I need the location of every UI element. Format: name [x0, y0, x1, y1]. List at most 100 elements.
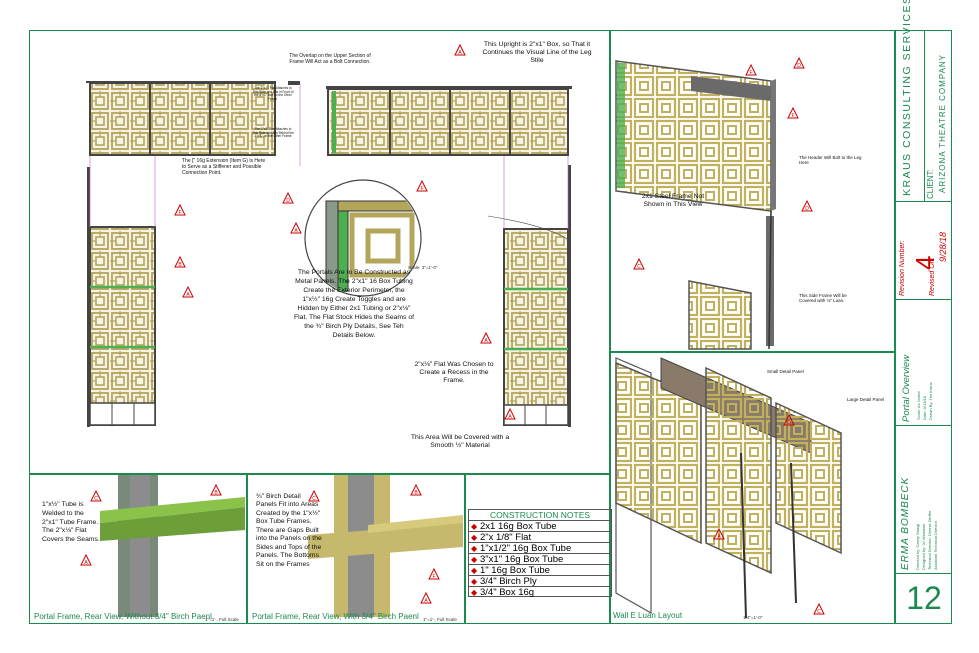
note-row-f: ◆3/4" Birch Ply: [469, 575, 611, 588]
client-cell: CLIENT: ARIZONA THEATRE COMPANY: [924, 31, 952, 201]
callout-icon: ◆: [471, 555, 478, 564]
small-detail-label: Small Detail Panel: [767, 369, 804, 374]
svg-text:C: C: [637, 264, 641, 270]
client-label: CLIENT:: [926, 169, 935, 199]
svg-text:B: B: [178, 262, 182, 268]
svg-text:D: D: [805, 206, 809, 212]
svg-text:D: D: [787, 420, 791, 426]
note-row-c: ◆1"x1/2" 16g Box Tube: [469, 542, 611, 555]
credit-2: Designed by: Jo Winiarski: [921, 523, 926, 570]
main-portal-view: A F B A D A F A A The Overlap on the Upp…: [29, 30, 610, 474]
wall-luan-layout-view: D A C Small Detail Panel Large Detail Pa…: [610, 352, 895, 624]
sheet-title: Portal Overview: [901, 354, 912, 422]
wall-scale: 1/4"=1'-0": [743, 615, 763, 620]
note-label: 2"x 1/8" Flat: [480, 532, 532, 543]
detail-scale: Scale: 3"=1'-0": [408, 265, 438, 270]
note-row-d: ◆3"x1" 16g Box Tube: [469, 553, 611, 566]
revised-date: 9/28/18: [938, 231, 948, 262]
note-label: 1"x1/2" 16g Box Tube: [480, 543, 572, 554]
note-portals: The Portals Are to Be Constructed as Met…: [294, 269, 415, 339]
construction-notes-table: CONSTRUCTION NOTES ◆2x1 16g Box Tube ◆2"…: [468, 509, 612, 598]
title-block: KRAUS CONSULTING SERVICES CLIENT: ARIZON…: [895, 0, 952, 625]
note-label: 3/4" Box 16g: [480, 587, 535, 598]
svg-text:A: A: [84, 560, 88, 566]
svg-text:A: A: [424, 598, 428, 604]
svg-text:F: F: [178, 210, 181, 216]
construction-notes-title: CONSTRUCTION NOTES: [489, 510, 591, 520]
header-isometric-drawing: F D F D C: [615, 56, 813, 350]
detail1-scale: 1"=1'-, Full Scale: [205, 617, 239, 622]
detail2-drawing: C B F A: [308, 475, 463, 617]
detail2-caption: Portal Frame, Rear View, With 3/4" Birch…: [252, 612, 419, 621]
note-row-e: ◆1" 16g Box Tube: [469, 564, 611, 577]
note-box-small: The 1"x1" Box Attaches to This Side and …: [252, 127, 294, 139]
detail1-note: 1"x½" Tube is Welded to the 2"x1" Tube F…: [42, 501, 100, 544]
svg-text:A: A: [186, 292, 190, 298]
svg-text:A: A: [717, 534, 721, 540]
sheet-number-cell: 12: [896, 573, 952, 625]
credit-1: Directed by: Casey Stangl: [915, 523, 920, 570]
note-row-b: ◆2"x 1/8" Flat: [469, 531, 611, 544]
note-row-a: ◆2x1 16g Box Tube: [469, 520, 611, 533]
revised-label: Revised On:: [929, 257, 936, 296]
isometric-header-view: F D F D C The Header Will Bolt to the Le…: [610, 30, 895, 352]
detail1-drawing: C B A: [80, 475, 245, 617]
client-name: ARIZONA THEATRE COMPANY: [938, 53, 947, 193]
detail1-caption: Portal Frame, Rear View, Without 3/4" Bi…: [34, 612, 212, 621]
note-flat-chosen: 2"x⅛" Flat Was Chosen to Create a Recess…: [414, 361, 494, 384]
svg-text:D: D: [797, 63, 801, 69]
wall-caption: Wall E Luan Layout: [613, 611, 683, 620]
svg-text:F: F: [791, 113, 794, 119]
company-name: KRAUS CONSULTING SERVICES: [901, 0, 913, 196]
svg-text:A: A: [458, 50, 462, 56]
detail2-scale: 1"=1'-, Full Scale: [423, 617, 457, 622]
svg-text:C: C: [94, 496, 98, 502]
detail-without-birch: C B A 1"x½" Tube is Welded to the 2"x1" …: [29, 474, 247, 624]
revision-label: Revision Number:: [899, 240, 906, 296]
svg-text:C: C: [312, 496, 316, 502]
sheet-title-cell: Portal Overview Scale: As Noted Date: 9/…: [896, 299, 952, 426]
portal-elevation-drawing: A F B A D A F A A: [86, 43, 572, 427]
svg-text:B: B: [414, 490, 418, 496]
credit-4: Assistant Technical Director: [933, 520, 938, 570]
callout-icon: ◆: [471, 533, 478, 542]
note-upright: This Upright is 2"x1" Box, so That it Co…: [482, 41, 592, 64]
callout-icon: ◆: [471, 588, 478, 597]
note-label: 1" 16g Box Tube: [480, 565, 550, 576]
note-area: This Area Will be Covered with a Smooth …: [410, 434, 510, 449]
callout-icon: ◆: [471, 522, 478, 531]
sheet-number: 12: [906, 580, 942, 616]
svg-text:F: F: [432, 574, 435, 580]
svg-text:A: A: [508, 414, 512, 420]
note-label: 2x1 16g Box Tube: [480, 521, 557, 532]
svg-text:A: A: [484, 338, 488, 344]
revision-number: 4: [910, 255, 940, 270]
svg-text:D: D: [286, 198, 290, 204]
note-row-g: ◆3/4" Box 16g: [469, 586, 611, 598]
company-cell: KRAUS CONSULTING SERVICES: [896, 0, 925, 201]
credit-3: Technical Director: Dennis Dieffer: [927, 510, 932, 570]
callout-icon: ◆: [471, 577, 478, 586]
note-extension: The [" 16g Extension (Item G) is Here to…: [182, 158, 266, 176]
detail-with-birch: C B F A ¾" Birch Detail Panels Fit into …: [247, 474, 465, 624]
show-title: ERMA BOMBECK: [900, 476, 911, 570]
revision-cell: Revision Number: 4 Revised On: 9/28/18: [896, 201, 952, 300]
svg-text:C: C: [817, 609, 821, 615]
svg-text:F: F: [420, 186, 423, 192]
construction-notes-panel: CONSTRUCTION NOTES ◆2x1 16g Box Tube ◆2"…: [465, 474, 612, 624]
svg-text:F: F: [749, 70, 752, 76]
large-detail-label: Large Detail Panel: [847, 397, 885, 402]
note-header-bolt: The Header Will Bolt to the Leg Here: [799, 155, 862, 166]
sheet-info-1: Scale: As Noted: [916, 391, 921, 420]
callout-icon: ◆: [471, 566, 478, 575]
callout-icon: ◆: [471, 544, 478, 553]
note-label: 3"x1" 16g Box Tube: [480, 554, 564, 565]
svg-text:B: B: [214, 490, 218, 496]
detail2-note: ¾" Birch Detail Panels Fit into Areas Cr…: [256, 493, 322, 568]
show-cell: ERMA BOMBECK Directed by: Casey Stangl D…: [896, 425, 952, 574]
note-side-frame: This Side Frame Will be Covered with ⅛" …: [799, 293, 847, 304]
note-flat-small: The 2"x 1" Flat Attaches to This Side an…: [252, 86, 294, 102]
note-overlap: The Overlap on the Upper Section of Fram…: [289, 53, 371, 65]
wall-isometric-drawing: D A C: [615, 357, 842, 619]
